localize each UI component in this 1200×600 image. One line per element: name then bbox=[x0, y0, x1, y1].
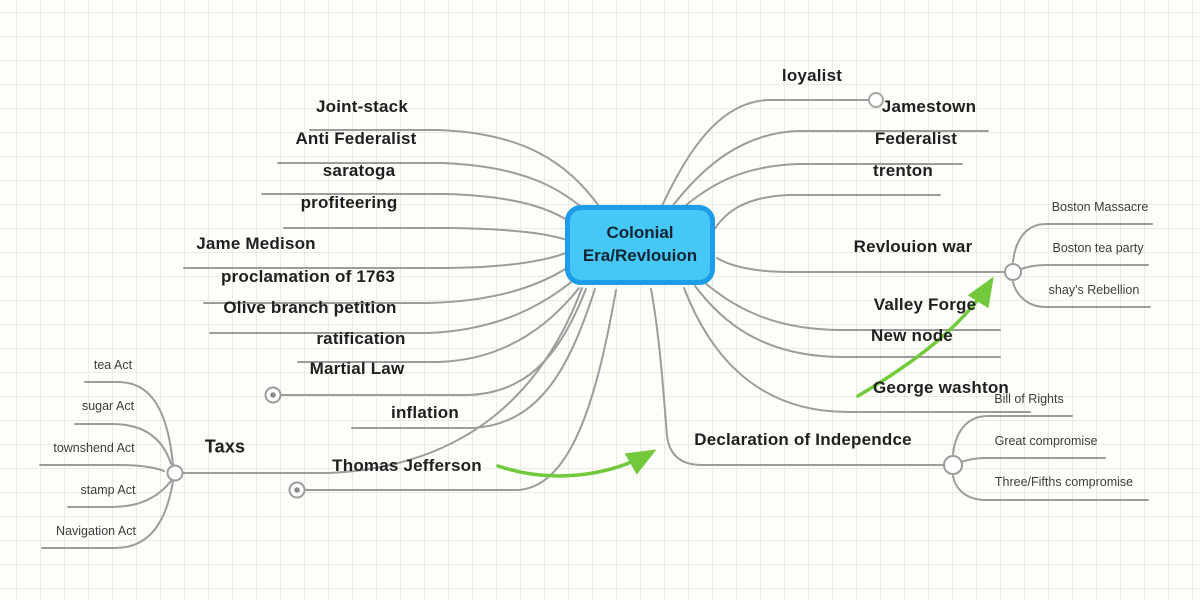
edge-anti-federalist bbox=[277, 162, 587, 212]
node-anti-federalist[interactable]: Anti Federalist bbox=[295, 129, 417, 148]
node-thomas-jefferson[interactable]: Thomas Jefferson bbox=[332, 456, 482, 475]
edge-tea-act bbox=[84, 381, 174, 466]
node-great-compromise[interactable]: Great compromise bbox=[994, 434, 1098, 448]
edge-olive-branch bbox=[209, 278, 576, 334]
edge-sugar-act bbox=[74, 423, 172, 465]
node-shays-rebellion[interactable]: shay's Rebellion bbox=[1048, 283, 1140, 297]
edge-federalist bbox=[678, 163, 963, 212]
edge-jame-medison bbox=[183, 252, 567, 269]
edge-thomas-jefferson bbox=[304, 289, 617, 491]
edge-profiteering bbox=[283, 227, 568, 241]
node-valley-forge[interactable]: Valley Forge bbox=[873, 295, 977, 314]
node-profiteering[interactable]: profiteering bbox=[300, 193, 398, 212]
node-townshend-act[interactable]: townshend Act bbox=[53, 441, 135, 455]
edge-great-compromise bbox=[958, 457, 1106, 464]
node-tea-act[interactable]: tea Act bbox=[93, 358, 133, 372]
edge-bill-of-rights bbox=[952, 415, 1073, 455]
edge-boston-tea-party bbox=[1018, 264, 1149, 271]
node-boston-massacre[interactable]: Boston Massacre bbox=[1051, 200, 1149, 214]
edge-saratoga bbox=[261, 193, 574, 225]
root-node[interactable]: Colonial Era/Revlouion bbox=[565, 205, 715, 285]
node-taxs[interactable]: Taxs bbox=[204, 436, 246, 457]
edge-navigation-act bbox=[41, 480, 174, 549]
node-navigation-act[interactable]: Navigation Act bbox=[56, 524, 136, 538]
node-sugar-act[interactable]: sugar Act bbox=[81, 399, 135, 413]
junction-circle-declaration[interactable] bbox=[943, 455, 963, 475]
edge-inflation bbox=[351, 288, 596, 429]
node-joint-stack[interactable]: Joint-stack bbox=[316, 97, 408, 116]
relation-arrow-washton-revolution-war[interactable] bbox=[856, 276, 994, 398]
ring-icon-jamestown[interactable] bbox=[868, 92, 884, 108]
toggle-dot-icon-martial-law[interactable] bbox=[264, 386, 282, 404]
edge-revlouion-war bbox=[716, 257, 1005, 273]
node-boston-tea-party[interactable]: Boston tea party bbox=[1052, 241, 1144, 255]
edge-three-fifths bbox=[952, 475, 1149, 501]
node-stamp-act[interactable]: stamp Act bbox=[80, 483, 136, 497]
edge-martial-law bbox=[280, 288, 587, 396]
node-revlouion-war[interactable]: Revlouion war bbox=[853, 237, 973, 256]
node-three-fifths-compromise[interactable]: Three/Fifths compromise bbox=[994, 475, 1134, 489]
node-ratification[interactable]: ratification bbox=[316, 329, 406, 348]
relation-arrow-jefferson-declaration[interactable] bbox=[496, 449, 657, 478]
edge-trenton bbox=[713, 194, 941, 231]
node-saratoga[interactable]: saratoga bbox=[322, 161, 396, 180]
node-olive-branch-petition[interactable]: Olive branch petition bbox=[223, 298, 397, 317]
node-federalist[interactable]: Federalist bbox=[874, 129, 958, 148]
node-bill-of-rights[interactable]: Bill of Rights bbox=[994, 392, 1064, 406]
toggle-dot-icon-thomas-jefferson[interactable] bbox=[288, 481, 306, 499]
junction-circle-taxs[interactable] bbox=[166, 464, 184, 482]
edge-proclamation bbox=[203, 265, 571, 304]
node-martial-law[interactable]: Martial Law bbox=[309, 359, 405, 378]
node-inflation[interactable]: inflation bbox=[391, 403, 459, 422]
edge-shays-rebellion bbox=[1012, 281, 1151, 308]
node-declaration-of-independce[interactable]: Declaration of Independce bbox=[694, 430, 912, 449]
edge-new-node bbox=[694, 285, 1001, 358]
node-new-node[interactable]: New node bbox=[871, 326, 953, 345]
edge-joint-stack bbox=[309, 129, 600, 207]
edge-townshend-act bbox=[39, 464, 165, 472]
root-node-label: Colonial Era/Revlouion bbox=[582, 223, 698, 265]
junction-circle-revlouion-war[interactable] bbox=[1004, 263, 1022, 281]
node-george-washton[interactable]: George washton bbox=[873, 378, 1009, 397]
node-loyalist[interactable]: loyalist bbox=[781, 66, 843, 85]
node-jamestown[interactable]: Jamestown bbox=[881, 97, 977, 116]
edge-jamestown bbox=[670, 130, 989, 209]
edge-ratification bbox=[297, 287, 580, 363]
edge-valley-forge bbox=[704, 282, 1001, 331]
edge-declaration bbox=[650, 288, 945, 466]
node-jame-medison[interactable]: Jame Medison bbox=[196, 234, 316, 253]
edge-loyalist bbox=[661, 99, 869, 207]
node-trenton[interactable]: trenton bbox=[873, 161, 933, 180]
edge-stamp-act bbox=[67, 480, 172, 508]
edge-george-washton bbox=[683, 287, 1031, 413]
node-proclamation-of-1763[interactable]: proclamation of 1763 bbox=[220, 267, 396, 286]
edge-boston-massacre bbox=[1012, 223, 1153, 263]
edge-taxs bbox=[182, 287, 583, 474]
